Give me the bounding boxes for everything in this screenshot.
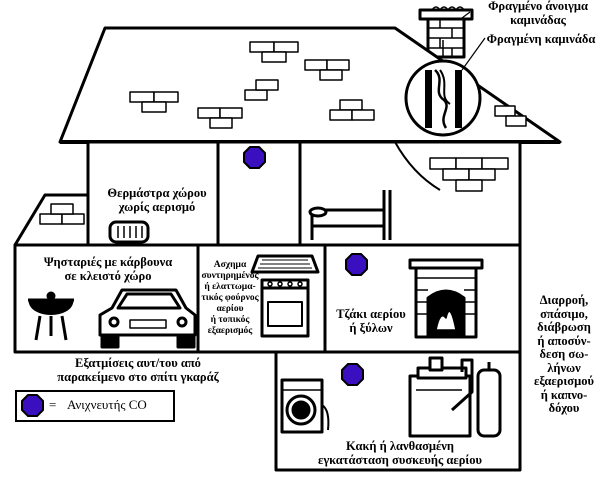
co-detector-middle <box>345 253 368 276</box>
space-heater-icon <box>108 220 150 244</box>
dryer-icon <box>280 378 330 434</box>
exposed-brick <box>394 141 509 192</box>
label-charcoal-grill: Ψησταριές με κάρβουνα σε κλειστό χώρο <box>43 255 173 283</box>
co-detector-upper <box>243 146 266 169</box>
label-chimney-opening: Φραγμένο άνοιγμα καμινάδας <box>488 0 588 27</box>
co-detector-icon <box>21 146 368 417</box>
water-heater-icon <box>476 362 502 438</box>
charcoal-grill-icon <box>28 291 74 341</box>
legend-equals: = <box>49 397 57 412</box>
car-icon <box>98 288 197 349</box>
roof-shingles <box>129 41 527 129</box>
label-gas-appliance: Κακή ή λανθασμένη εγκατάσταση συσκευής α… <box>317 439 482 467</box>
legend: = Ανιχνευτής CO <box>15 390 175 422</box>
furnace-icon <box>408 356 474 438</box>
co-detector-basement <box>341 363 364 386</box>
co-detector-legend <box>21 394 44 417</box>
chimney-icon <box>418 6 474 59</box>
blocked-chimney-cutaway <box>404 40 482 137</box>
label-gas-stove: Ασχημα συντηρημένος ή ελαττωμα- τικός φο… <box>201 260 259 336</box>
label-car-exhaust: Εξατμίσεις αυτ/του από παρακείμενο στο σ… <box>57 356 219 384</box>
label-space-heater: Θερμάστρα χώρου χωρίς αερισμό <box>107 186 207 214</box>
legend-text: Ανιχνευτής CO <box>67 397 147 412</box>
bed-icon <box>308 190 392 240</box>
label-vent-leak: Διαρροή, σπάσιμο, διάβρωση ή αποσύν- δεσ… <box>534 293 594 415</box>
gas-stove-icon <box>250 254 320 338</box>
label-fireplace: Τζάκι αερίου ή ξύλων <box>336 307 406 335</box>
label-chimney-blocked: Φραγμένη καμινάδα <box>486 32 596 46</box>
fireplace-icon <box>408 258 484 339</box>
